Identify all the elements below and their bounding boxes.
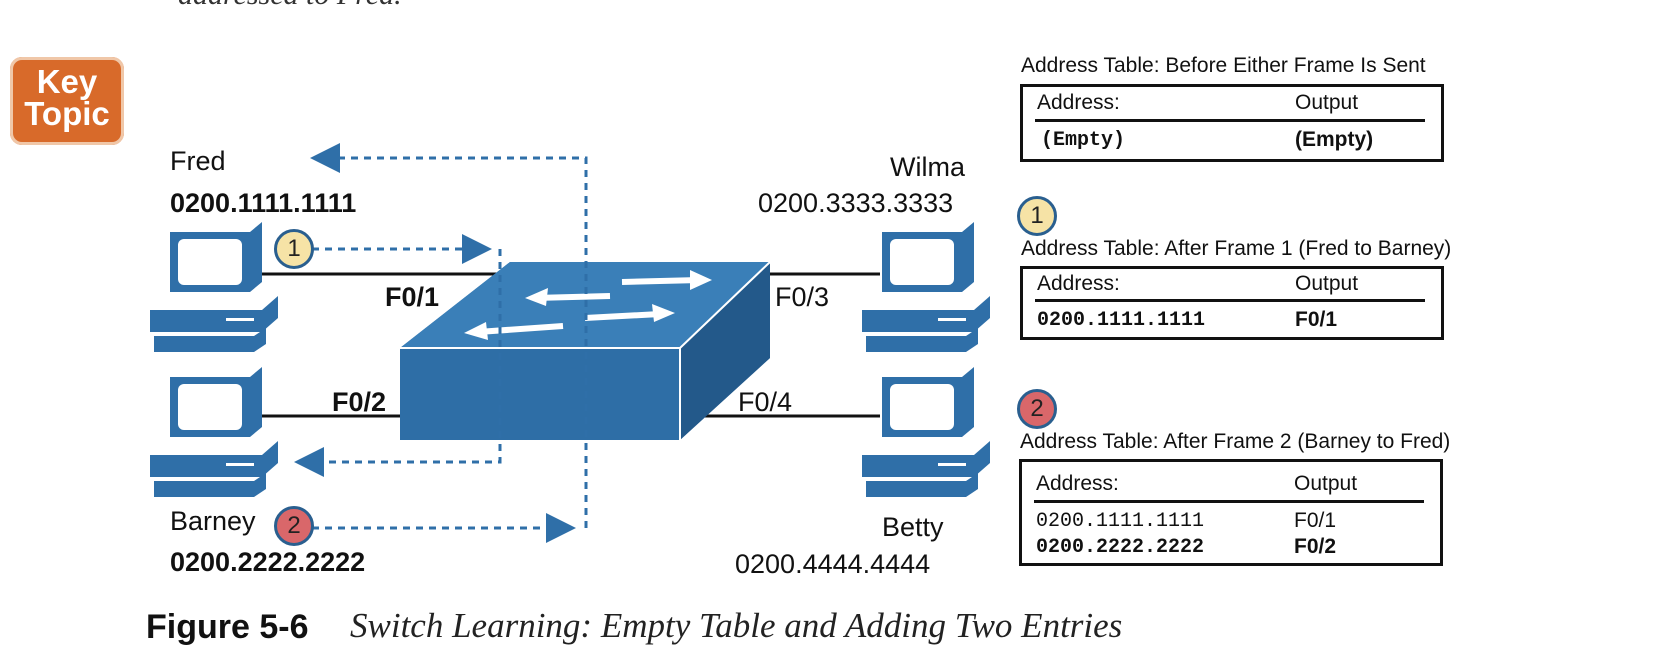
figure-caption: Switch Learning: Empty Table and Adding …	[350, 606, 1123, 645]
host-name-betty: Betty	[882, 512, 944, 542]
table-before-row1-address: (Empty)	[1041, 129, 1126, 152]
switch	[400, 261, 771, 440]
table2-marker: 2	[1017, 389, 1057, 429]
key-topic-line2: Topic	[24, 95, 110, 132]
table-after1: Address: Output 0200.1111.1111 F0/1	[1020, 266, 1444, 340]
table-before-row1-output: (Empty)	[1295, 128, 1374, 151]
pc-barney	[150, 367, 278, 497]
table-after2-title: Address Table: After Frame 2 (Barney to …	[1020, 430, 1451, 453]
pc-wilma	[862, 222, 990, 352]
host-name-fred: Fred	[170, 146, 226, 176]
table-before-col-address: Address:	[1037, 91, 1120, 114]
host-mac-betty: 0200.4444.4444	[735, 549, 931, 579]
table-after1-row1-output: F0/1	[1295, 308, 1338, 331]
table-after2-row2-output: F0/2	[1294, 535, 1337, 558]
table-after2-col-address: Address:	[1036, 472, 1119, 495]
table-after2-row1-address: 0200.1111.1111	[1036, 510, 1205, 533]
frame1-marker: 1	[274, 229, 314, 269]
table-before-rule	[1035, 119, 1425, 122]
port-label-f02: F0/2	[332, 387, 387, 417]
table-before: Address: Output (Empty) (Empty)	[1020, 84, 1444, 162]
host-mac-fred: 0200.1111.1111	[170, 188, 357, 218]
table-after1-row1-address: 0200.1111.1111	[1037, 309, 1206, 332]
port-label-f01: F0/1	[385, 282, 440, 312]
table-after1-col-output: Output	[1295, 272, 1359, 295]
table1-marker: 1	[1017, 196, 1057, 236]
table-after2-col-output: Output	[1294, 472, 1358, 495]
table-after1-title: Address Table: After Frame 1 (Fred to Ba…	[1021, 237, 1452, 260]
figure-number: Figure 5-6	[146, 608, 309, 646]
table-before-title: Address Table: Before Either Frame Is Se…	[1021, 54, 1426, 77]
frame2-marker: 2	[274, 506, 314, 546]
table-after2-row1-output: F0/1	[1294, 509, 1337, 532]
host-name-barney: Barney	[170, 506, 256, 536]
table-after2-rule	[1034, 500, 1424, 503]
host-mac-wilma: 0200.3333.3333	[758, 188, 954, 218]
key-topic-line1: Key	[36, 63, 98, 100]
table-before-col-output: Output	[1295, 91, 1359, 114]
frame2-path-up	[310, 143, 588, 528]
table-after1-rule	[1035, 299, 1425, 302]
table-after2-row2-address: 0200.2222.2222	[1036, 536, 1205, 559]
host-mac-barney: 0200.2222.2222	[170, 547, 366, 577]
table-after2: Address: Output 0200.1111.1111 F0/1 0200…	[1019, 459, 1443, 566]
frame1-path-down	[294, 249, 502, 477]
port-label-f03: F0/3	[775, 282, 830, 312]
pc-fred	[150, 222, 278, 352]
top-text-fragment: addressed to Fred.	[178, 0, 402, 12]
table-after1-col-address: Address:	[1037, 272, 1120, 295]
port-label-f04: F0/4	[738, 387, 793, 417]
key-topic-badge: Key Topic	[10, 57, 124, 145]
host-name-wilma: Wilma	[890, 152, 965, 182]
pc-betty	[862, 367, 990, 497]
